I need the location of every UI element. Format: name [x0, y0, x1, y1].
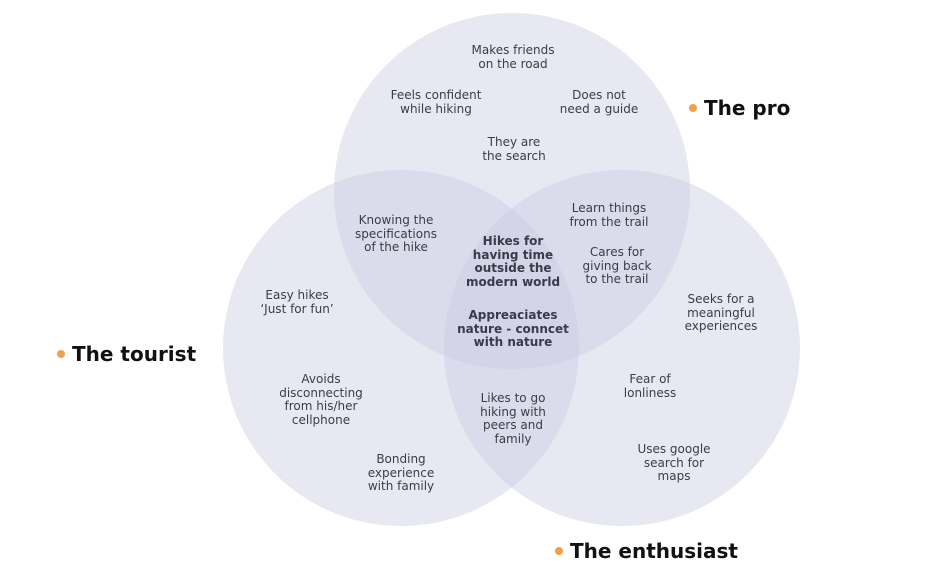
- shared-trait: Hikes for having time outside the modern…: [465, 234, 561, 289]
- pro-enthusiast-trait: Cares for giving back to the trail: [582, 245, 652, 286]
- tourist-trait: Avoids disconnecting from his/her cellph…: [279, 372, 363, 427]
- bullet-dot-icon: [57, 350, 65, 358]
- pro-tourist-trait: Knowing the specifications of the hike: [355, 213, 437, 254]
- pro-trait: They are the search: [482, 135, 546, 163]
- enthusiast-trait: Fear of lonliness: [623, 372, 677, 400]
- bullet-dot-icon: [689, 104, 697, 112]
- legend-label: The tourist: [72, 342, 197, 366]
- legend-the-enthusiast: The enthusiast: [555, 539, 738, 563]
- shared-trait: Appreaciates nature - conncet with natur…: [457, 308, 569, 349]
- legend-label: The enthusiast: [570, 539, 738, 563]
- tourist-trait: Easy hikes ‘Just for fun’: [260, 288, 334, 316]
- circle-the-enthusiast: [444, 170, 800, 526]
- tourist-trait: Bonding experience with family: [367, 452, 435, 493]
- enthusiast-trait: Uses google search for maps: [637, 442, 711, 483]
- tourist-enthusiast-trait: Likes to go hiking with peers and family: [480, 391, 546, 446]
- legend-the-tourist: The tourist: [57, 342, 196, 366]
- pro-trait: Feels confident while hiking: [390, 88, 482, 116]
- legend-the-pro: The pro: [689, 96, 790, 120]
- circle-the-pro: [334, 13, 690, 369]
- bullet-dot-icon: [555, 547, 563, 555]
- circle-the-tourist: [223, 170, 579, 526]
- enthusiast-trait: Seeks for a meaningful experiences: [684, 292, 758, 333]
- pro-trait: Makes friends on the road: [471, 43, 555, 71]
- pro-enthusiast-trait: Learn things from the trail: [569, 201, 649, 229]
- pro-trait: Does not need a guide: [559, 88, 639, 116]
- legend-label: The pro: [704, 96, 791, 120]
